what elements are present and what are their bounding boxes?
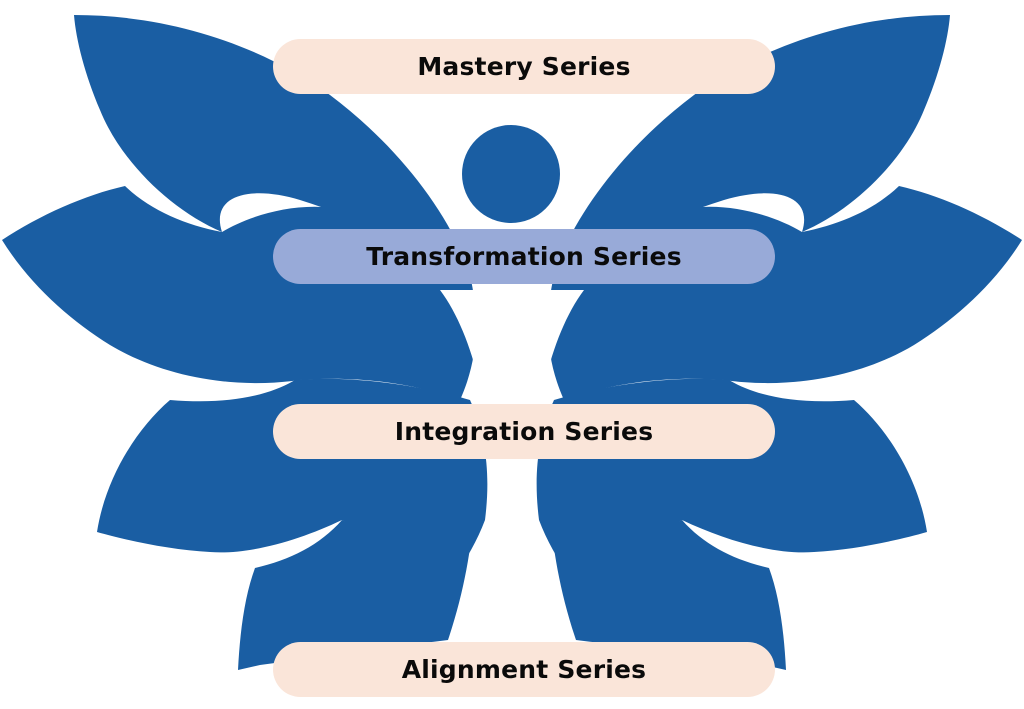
right-bottom-leaf bbox=[576, 520, 786, 670]
series-label: Mastery Series bbox=[417, 52, 631, 81]
series-pill-integration: Integration Series bbox=[273, 404, 775, 459]
series-pill-alignment: Alignment Series bbox=[273, 642, 775, 697]
left-bottom-leaf bbox=[238, 520, 448, 670]
series-label: Alignment Series bbox=[401, 655, 647, 684]
series-label: Integration Series bbox=[394, 417, 654, 446]
right-tail bbox=[549, 430, 592, 642]
figure-head bbox=[462, 125, 560, 223]
left-tail bbox=[432, 430, 475, 642]
series-pill-mastery: Mastery Series bbox=[273, 39, 775, 94]
series-label: Transformation Series bbox=[366, 242, 682, 271]
figure-body-space bbox=[440, 290, 584, 640]
series-pill-transformation: Transformation Series bbox=[273, 229, 775, 284]
